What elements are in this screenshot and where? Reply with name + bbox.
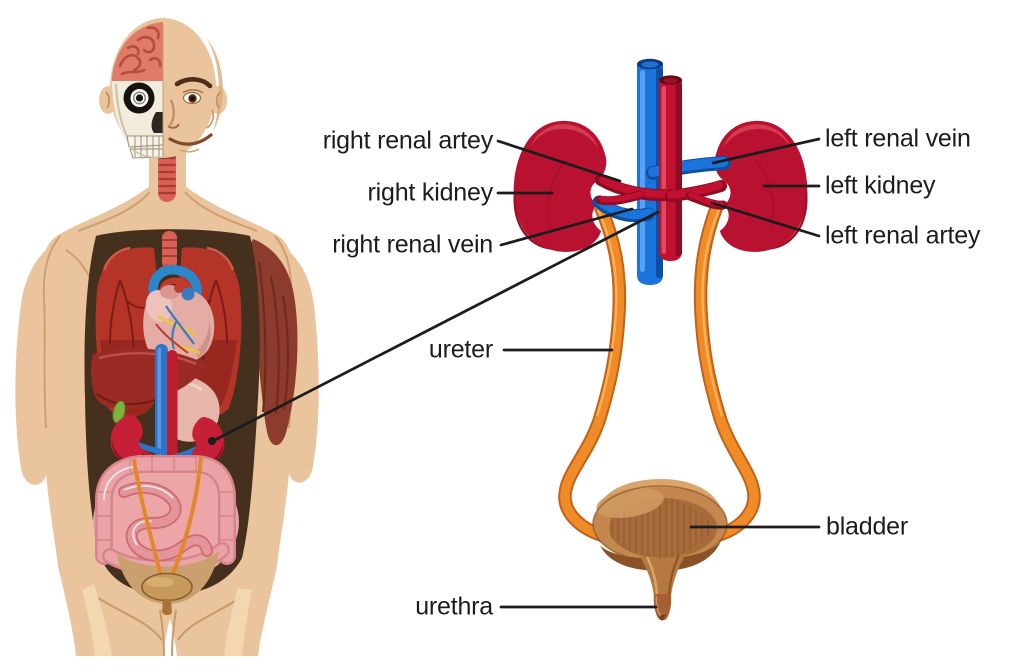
human-body-illustration — [15, 18, 319, 657]
ear-inner-left — [105, 91, 111, 109]
label-right-renal-artery: right renal artey — [322, 126, 493, 155]
body-left-arm — [15, 238, 67, 485]
label-left-kidney: left kidney — [825, 171, 936, 200]
eyebrow — [174, 77, 213, 89]
bladder-shape — [592, 479, 728, 621]
body-hip-creases — [97, 597, 241, 657]
renal-arteries — [595, 174, 728, 210]
ear-inner-right — [215, 91, 221, 109]
smile — [168, 133, 213, 146]
body-bladder — [141, 572, 193, 615]
label-right-renal-vein: right renal vein — [332, 230, 493, 259]
body-kidney-right — [110, 415, 143, 462]
label-left-renal-vein: left renal vein — [825, 124, 971, 153]
aorta — [659, 75, 682, 261]
left-renal-artery-line — [710, 201, 821, 238]
head-shade — [206, 38, 223, 132]
label-right-kidney: right kidney — [367, 178, 494, 207]
right-renal-artery-line — [496, 139, 622, 183]
label-left-renal-artery: left renal artey — [825, 221, 981, 250]
kidney-left-shape — [714, 120, 808, 252]
magnifier-line — [211, 210, 660, 443]
shoulder-muscle-cut — [249, 239, 298, 446]
label-urethra: urethra — [415, 592, 493, 621]
intestines — [93, 455, 239, 583]
head — [99, 18, 227, 159]
label-ureter: ureter — [428, 335, 493, 364]
left-thigh-highlight — [82, 584, 112, 656]
skull-teeth — [126, 135, 164, 159]
gallbladder — [112, 400, 126, 424]
body-ureters — [132, 456, 203, 577]
skull-pupil — [135, 94, 144, 102]
urinary-system-magnified — [513, 58, 808, 621]
right-thigh-highlight — [224, 588, 252, 656]
label-bladder: bladder — [826, 512, 908, 541]
nose — [169, 99, 175, 126]
left-renal-vein-line — [711, 137, 821, 165]
leader-lines — [208, 137, 821, 609]
face — [167, 77, 215, 153]
right-renal-vein-line — [499, 207, 634, 247]
skull — [112, 81, 164, 159]
magnifier-line-dot — [208, 437, 216, 445]
skull-nasal — [151, 112, 163, 133]
brain — [112, 22, 163, 81]
urethra-tube — [653, 594, 672, 621]
